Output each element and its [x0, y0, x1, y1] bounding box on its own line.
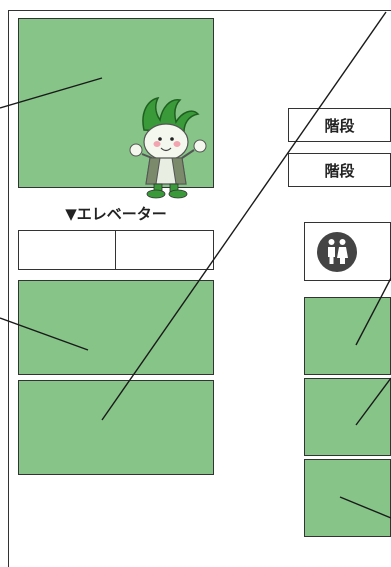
- leader-line-right-room-1: [355, 277, 391, 346]
- mascot-leaves: [142, 96, 200, 133]
- leader-line-right-room-3: [339, 496, 391, 519]
- restroom-icon: [317, 232, 357, 272]
- left-wall: [8, 10, 9, 567]
- room-right-1[interactable]: [304, 297, 391, 375]
- mascot-left-hand: [129, 143, 143, 157]
- stairs-label-2: 階段: [288, 153, 391, 187]
- restroom-box[interactable]: [304, 222, 391, 281]
- room-left-bottom[interactable]: [18, 380, 214, 475]
- elevator-label: ▼エレベーター: [65, 204, 167, 223]
- elevator-box-left[interactable]: [18, 230, 116, 270]
- room-left-middle[interactable]: [18, 280, 214, 375]
- mascot-illustration: [129, 96, 207, 199]
- mascot-right-hand: [193, 139, 207, 153]
- room-right-2[interactable]: [304, 378, 391, 456]
- stairs-label-1: 階段: [288, 108, 391, 142]
- elevator-box-right[interactable]: [115, 230, 214, 270]
- leader-line-right-room-2: [355, 377, 391, 426]
- leader-line-mascot-room: [0, 77, 103, 109]
- top-wall: [8, 10, 391, 11]
- leader-line-middle-room: [0, 317, 89, 351]
- leader-line-bottom-room: [101, 11, 387, 421]
